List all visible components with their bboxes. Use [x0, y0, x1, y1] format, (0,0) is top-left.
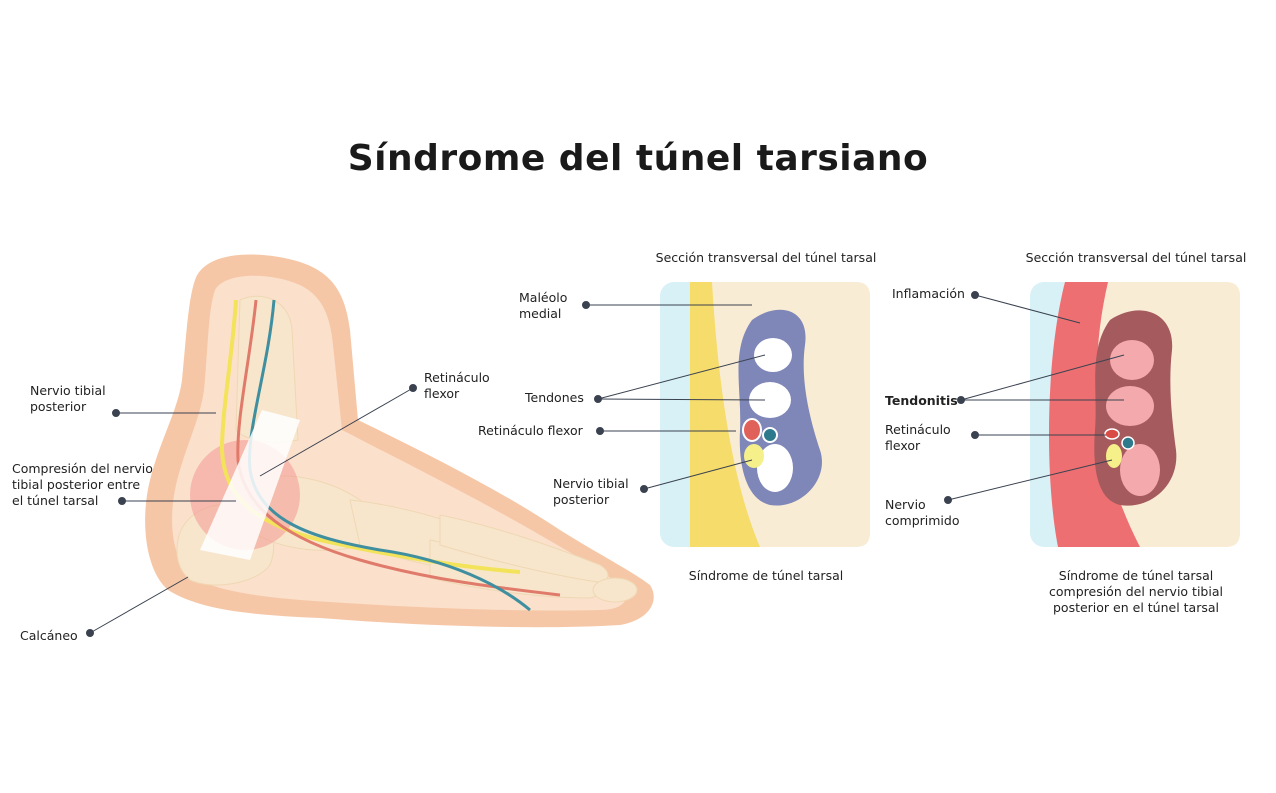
label-line: Retináculo [885, 422, 951, 437]
label-line: medial [519, 306, 562, 321]
label-line: Tendonitis [885, 393, 958, 408]
label-retinaculum-inflamed: Retináculo flexor [885, 422, 951, 454]
label-line: posterior [30, 399, 87, 414]
page-title: Síndrome del túnel tarsiano [347, 138, 929, 179]
section-inflamed-swelling [1048, 282, 1140, 547]
section-normal-caption: Síndrome de túnel tarsal [646, 568, 886, 584]
label-nerve-compressed: Nervio comprimido [885, 497, 959, 529]
section-normal-tendons [749, 338, 793, 492]
label-compression: Compresión del nervio tibial posterior e… [12, 461, 153, 509]
section-inflamed-caption: Síndrome de túnel tarsal compresión del … [1016, 568, 1256, 616]
foot-illustration [145, 254, 654, 628]
label-line: Inflamación [892, 286, 965, 301]
label-line: flexor [885, 438, 921, 453]
label-line: tibial posterior entre [12, 477, 141, 492]
vein [248, 299, 531, 612]
label-retinaculum-normal: Retináculo flexor [478, 423, 583, 439]
section-normal-fat [690, 282, 760, 547]
label-line: flexor [424, 386, 460, 401]
leader-lines [86, 291, 1125, 637]
label-tendonitis: Tendonitis [885, 393, 958, 409]
label-line: Calcáneo [20, 628, 78, 643]
section-inflamed-vein [1121, 436, 1135, 450]
label-tendons: Tendones [525, 390, 584, 406]
section-normal-vein [762, 427, 778, 443]
label-line: Maléolo [519, 290, 568, 305]
label-line: Tendones [525, 390, 584, 405]
caption-line: posterior en el túnel tarsal [1052, 600, 1219, 615]
section-inflamed-header: Sección transversal del túnel tarsal [1025, 250, 1247, 265]
label-line: el túnel tarsal [12, 493, 99, 508]
label-line: Nervio tibial [553, 476, 629, 491]
artery [236, 299, 561, 597]
label-calcaneus: Calcáneo [20, 628, 78, 644]
section-inflamed-nerve [1106, 444, 1122, 468]
caption-line: Síndrome de túnel tarsal [1058, 568, 1214, 583]
section-normal-nerve [744, 444, 764, 468]
label-line: Retináculo flexor [478, 423, 583, 438]
label-line: Retináculo [424, 370, 490, 385]
cross-section-inflamed [1030, 282, 1240, 547]
cross-section-normal [660, 282, 870, 547]
label-inflammation: Inflamación [892, 286, 965, 302]
section-normal-artery [742, 418, 762, 442]
caption-line: compresión del nervio tibial [1049, 584, 1223, 599]
label-malleolus: Maléolo medial [519, 290, 567, 322]
section-inflamed-artery [1104, 428, 1120, 440]
caption-line: Síndrome de túnel tarsal [688, 568, 844, 583]
label-line: Nervio [885, 497, 926, 512]
label-line: Compresión del nervio [12, 461, 153, 476]
label-nerve-normal: Nervio tibial posterior [553, 476, 629, 508]
label-line: comprimido [885, 513, 960, 528]
flexor-retinaculum-band [200, 410, 300, 560]
section-inflamed-tendons [1106, 340, 1160, 496]
label-retinaculum-foot: Retináculo flexor [424, 370, 490, 402]
label-line: posterior [553, 492, 610, 507]
label-nerve-tibial: Nervio tibial posterior [30, 383, 106, 415]
section-normal-header: Sección transversal del túnel tarsal [655, 250, 877, 265]
label-line: Nervio tibial [30, 383, 106, 398]
